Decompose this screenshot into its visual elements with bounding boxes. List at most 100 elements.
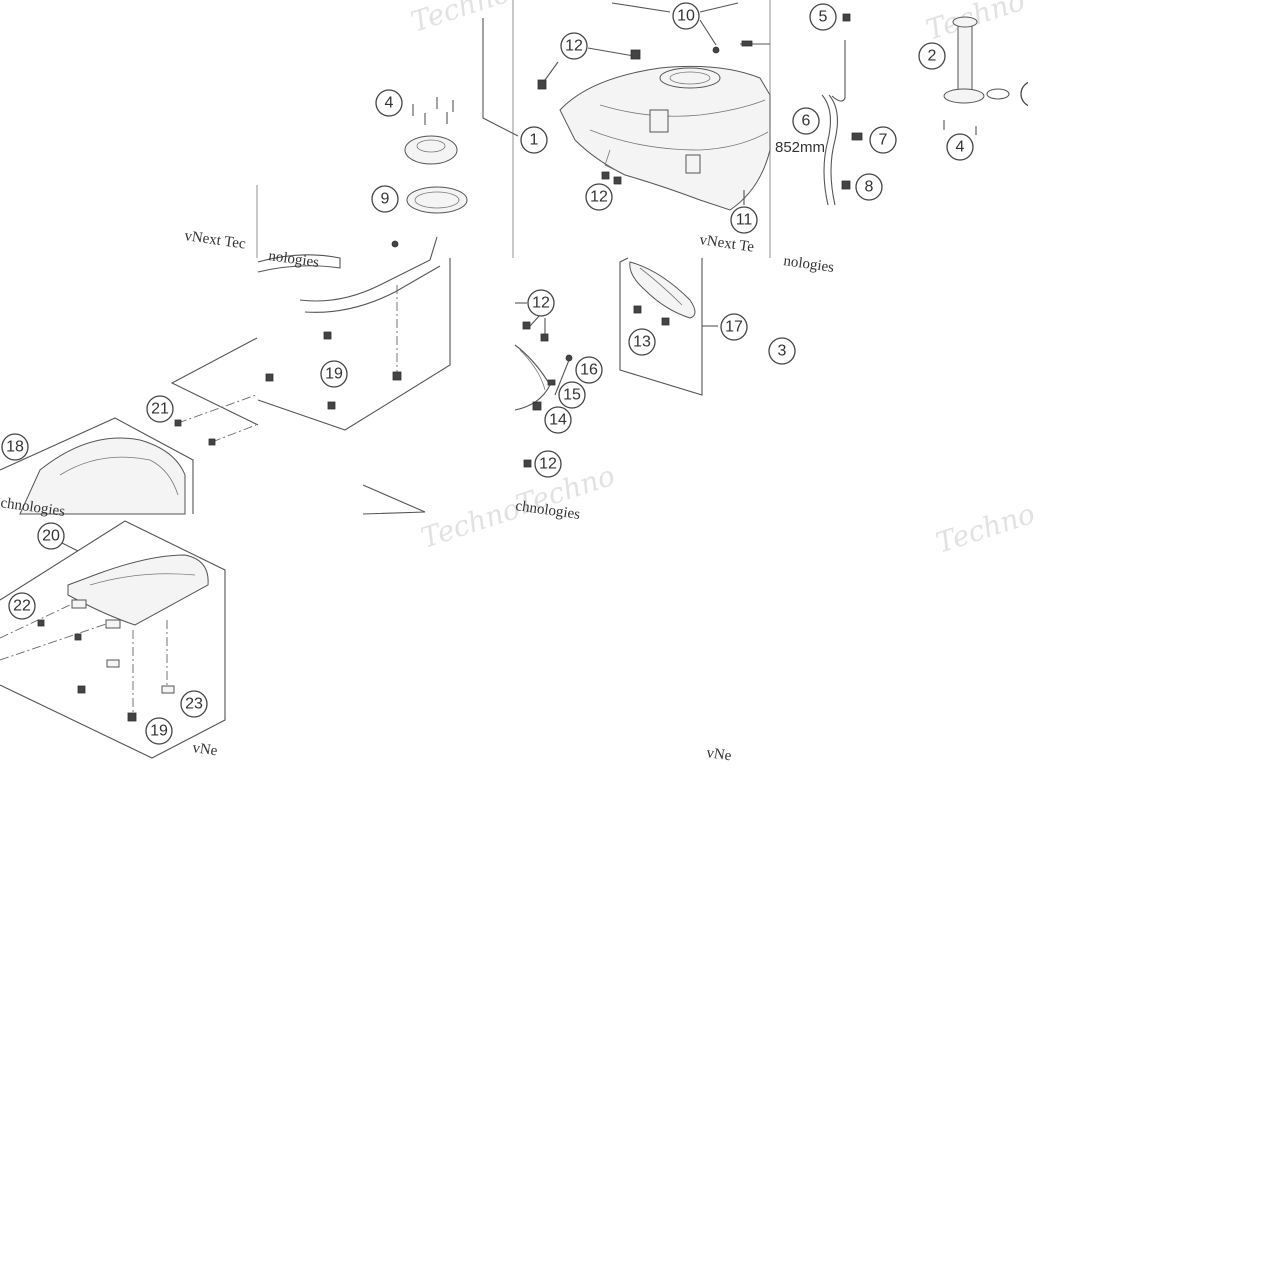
- pin-16-head: [565, 354, 573, 362]
- svg-text:21: 21: [151, 401, 169, 418]
- tile-clip-right: [1028, 0, 1058, 258]
- svg-text:18: 18: [6, 439, 24, 456]
- callout-9: 9: [371, 185, 399, 213]
- bolt-10b: [741, 40, 753, 47]
- svg-text:12: 12: [565, 38, 583, 55]
- fuel-cap: [404, 135, 458, 165]
- fitting-8: [841, 180, 851, 190]
- watermark-techno-3: Techno: [417, 492, 524, 555]
- callout-7: 7: [869, 126, 897, 154]
- callout-21: 21: [146, 395, 174, 423]
- watermark-techno-1: Techno: [407, 0, 514, 39]
- callout-8: 8: [855, 173, 883, 201]
- watermark-nologies-2: nologies: [782, 253, 835, 276]
- callout-6: 6: [792, 107, 820, 135]
- svg-text:20: 20: [42, 528, 60, 545]
- svg-text:16: 16: [580, 362, 598, 379]
- seat-frame-box: [257, 258, 451, 431]
- bolt-19b: [323, 331, 332, 340]
- callout-18: 18: [1, 433, 29, 461]
- grommet-13a: [633, 305, 642, 314]
- o-ring: [986, 88, 1010, 100]
- fitting-7: [851, 132, 863, 141]
- leader-12a: [587, 47, 635, 57]
- bracket-contour: [519, 349, 546, 391]
- leader-10: [611, 2, 770, 46]
- svg-text:12: 12: [590, 189, 608, 206]
- screw-21b: [208, 438, 216, 446]
- callout-13: 13: [628, 328, 656, 356]
- svg-text:6: 6: [802, 113, 811, 130]
- pillion-tab-a: [71, 599, 87, 609]
- svg-text:19: 19: [150, 723, 168, 740]
- watermark-vne-1: vNe: [191, 740, 218, 759]
- fuel-cap-center: [416, 139, 446, 153]
- svg-text:14: 14: [549, 412, 567, 429]
- nut-12e: [522, 321, 531, 330]
- grommet-14: [532, 401, 542, 411]
- svg-text:12: 12: [539, 456, 557, 473]
- nut-12g: [523, 459, 532, 468]
- bracket-group: [514, 257, 718, 468]
- bracket-23a: [161, 685, 175, 694]
- axis-22b: [0, 623, 107, 661]
- rider-seat: [19, 437, 186, 515]
- callout-12-low: 12: [534, 450, 562, 478]
- callout-10: 10: [672, 2, 700, 30]
- watermark-nologies-1: nologies: [267, 248, 320, 271]
- callout-3: 3: [768, 337, 796, 365]
- bolt-19d: [327, 401, 336, 410]
- callout-14: 14: [544, 406, 572, 434]
- leader-1: [482, 18, 519, 137]
- screw-22b: [74, 633, 82, 641]
- svg-text:2: 2: [928, 48, 937, 65]
- filler-neck-flange: [943, 88, 985, 104]
- pillion-seat-contour: [89, 573, 196, 586]
- side-cover-contour: [639, 267, 683, 306]
- tank-filler-ring: [659, 67, 721, 89]
- filler-neck: [957, 21, 973, 93]
- fuel-hose: [821, 94, 831, 206]
- svg-text:8: 8: [865, 179, 874, 196]
- bracket-23b: [106, 659, 120, 668]
- svg-text:13: 13: [633, 334, 651, 351]
- svg-text:4: 4: [385, 95, 394, 112]
- seat-frame-left: [170, 337, 259, 426]
- seat-rail: [299, 236, 438, 302]
- bolt-top: [391, 240, 399, 248]
- callout-16: 16: [575, 356, 603, 384]
- watermark-vne-2: vNe: [705, 745, 732, 764]
- partial-frame: [362, 484, 426, 515]
- tank-contour-2: [589, 129, 769, 151]
- callout-19-frame: 19: [320, 360, 348, 388]
- svg-text:10: 10: [677, 8, 695, 25]
- pillion-seat-group: [0, 520, 226, 759]
- callout-11: 11: [730, 206, 758, 234]
- axis-21b: [211, 424, 257, 443]
- pillion-seat-frame: [0, 520, 226, 759]
- seat-rail-2: [304, 265, 441, 313]
- svg-text:17: 17: [725, 319, 743, 336]
- svg-text:11: 11: [736, 212, 753, 229]
- callout-layer: 1 2 3 4 4 5 6 7 8 9 10 11 12 12 12 12 13…: [1, 0, 1058, 745]
- callout-15: 15: [558, 381, 586, 409]
- svg-text:12: 12: [532, 295, 550, 312]
- callout-4-neck: 4: [946, 133, 974, 161]
- fuel-cap-screws: [412, 97, 454, 125]
- cover-frame: [619, 257, 703, 396]
- washer-15: [547, 379, 556, 386]
- tank-contour-1: [599, 99, 766, 117]
- svg-text:7: 7: [879, 132, 888, 149]
- screw-21a: [174, 419, 182, 427]
- fuel-tank-group: 852mm: [404, 2, 1010, 214]
- callout-20: 20: [37, 522, 65, 550]
- callout-1: 1: [520, 126, 548, 154]
- bolt-19a: [392, 371, 402, 381]
- seat-frame-group: [170, 236, 451, 446]
- callout-5: 5: [809, 3, 837, 31]
- callout-19-pillion: 19: [145, 717, 173, 745]
- rider-seat-group: [0, 417, 426, 515]
- callout-12-top: 12: [560, 32, 588, 60]
- bolt-19c: [265, 373, 274, 382]
